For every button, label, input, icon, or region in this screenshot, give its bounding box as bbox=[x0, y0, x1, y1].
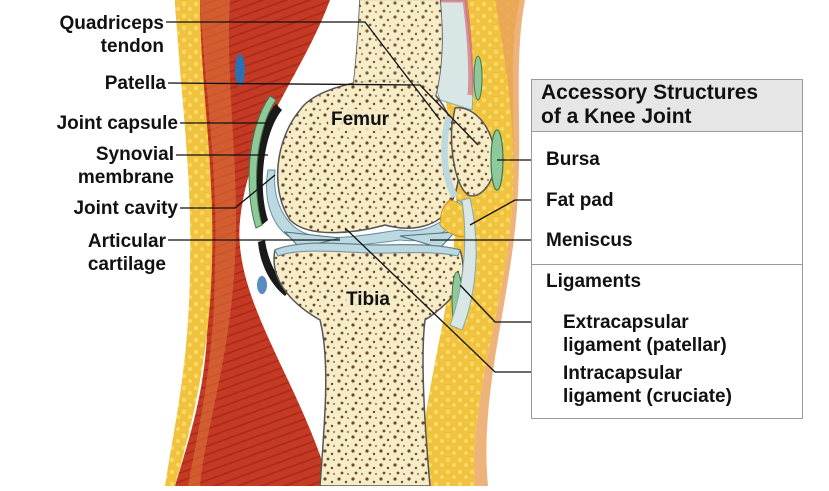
legend-divider bbox=[532, 264, 802, 265]
patella-shape bbox=[450, 107, 496, 197]
label-tibia: Tibia bbox=[343, 289, 393, 311]
label-articular-cartilage: Articular cartilage bbox=[87, 231, 166, 275]
posterior-fat bbox=[165, 0, 213, 486]
synovial-membrane-shape bbox=[248, 95, 277, 229]
label-ligaments: Ligaments bbox=[546, 271, 642, 292]
legend-panel: Accessory Structures of a Knee Joint bbox=[531, 79, 803, 419]
label-intracapsular-ligament: Intracapsular ligament (cruciate) bbox=[563, 363, 732, 407]
label-meniscus: Meniscus bbox=[546, 230, 633, 251]
legend-title: Accessory Structures of a Knee Joint bbox=[541, 81, 759, 128]
legend-header: Accessory Structures of a Knee Joint bbox=[532, 80, 802, 132]
label-quadriceps-tendon: Quadriceps tendon bbox=[59, 13, 164, 57]
label-synovial-membrane: Synovial membrane bbox=[77, 144, 174, 188]
patellar-ligament bbox=[449, 197, 477, 331]
label-femur: Femur bbox=[328, 109, 393, 131]
label-patella: Patella bbox=[104, 73, 166, 94]
label-extracapsular-ligament: Extracapsular ligament (patellar) bbox=[563, 312, 727, 356]
label-fat-pad: Fat pad bbox=[546, 190, 614, 211]
label-joint-cavity: Joint cavity bbox=[73, 198, 178, 219]
label-joint-capsule: Joint capsule bbox=[56, 113, 178, 134]
label-bursa: Bursa bbox=[546, 149, 600, 170]
